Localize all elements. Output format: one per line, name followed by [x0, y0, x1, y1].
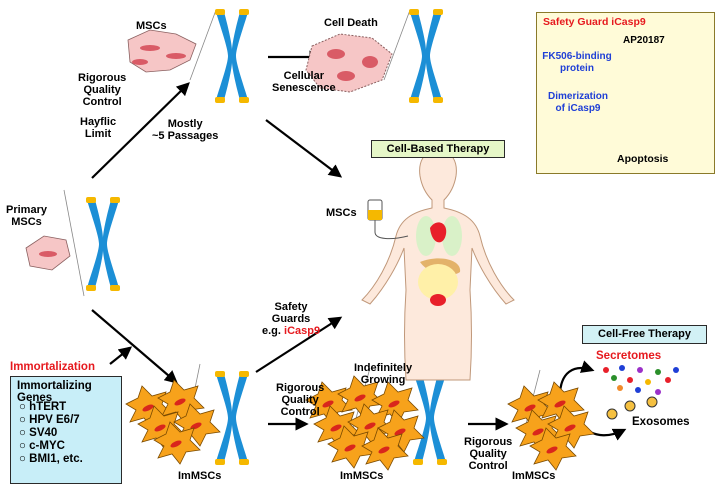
cell-free-therapy-label: Cell-Free Therapy — [598, 328, 691, 340]
gene-name: c-MYC — [29, 440, 65, 452]
genes-title: Immortalizing Genes — [17, 380, 92, 404]
immscs-label-1: ImMSCs — [178, 470, 222, 482]
gene-item: ○ c-MYC — [19, 440, 83, 453]
fk506-label: FK506-binding protein — [542, 51, 612, 74]
immscs-cluster-1 — [125, 379, 221, 465]
dead-cells — [305, 33, 393, 93]
gene-bullet: ○ — [19, 414, 26, 426]
indefinitely-growing-label: Indefinitely Growing — [354, 362, 413, 386]
chromosome-cell-death — [409, 9, 443, 103]
cell-based-therapy-label: Cell-Based Therapy — [386, 143, 490, 155]
human-body — [361, 149, 515, 381]
rigorous-qc-bottom-label: Rigorous Quality Control — [464, 436, 513, 472]
primary-msc-cell — [25, 235, 71, 271]
gene-name: HPV E6/7 — [29, 414, 80, 426]
gene-item: ○ SV40 — [19, 427, 83, 440]
passages-label: Mostly ~5 Passages — [152, 118, 219, 142]
secretomes-label: Secretomes — [596, 350, 662, 362]
gene-name: hTERT — [29, 401, 67, 413]
rigorous-qc-top-label: Rigorous Quality Control — [78, 72, 127, 108]
gene-name: BMI1, etc. — [29, 453, 83, 465]
mscs-body-label: MSCs — [326, 207, 357, 219]
immscs-cluster-3 — [507, 381, 595, 471]
gene-name: SV40 — [29, 427, 58, 439]
flow-arrows — [91, 50, 627, 441]
rigorous-qc-mid-label: Rigorous Quality Control — [276, 382, 325, 418]
gene-bullet: ○ — [19, 401, 26, 413]
chromosome-mscs — [215, 9, 249, 103]
primary-mscs-label: Primary MSCs — [6, 204, 47, 228]
hayflic-limit-label: Hayflic Limit — [80, 116, 117, 140]
safety-guard-box: Safety Guard iCasp9 AP20187 FK506-bindin… — [536, 12, 715, 174]
genes-list: ○ hTERT○ HPV E6/7○ SV40○ c-MYC○ BMI1, et… — [19, 401, 83, 466]
dimerization-label: Dimerization of iCasp9 — [547, 91, 608, 114]
exosomes-label: Exosomes — [632, 416, 690, 428]
chromosome-immscs-growing — [413, 371, 447, 465]
cell-death-label: Cell Death — [324, 17, 378, 29]
cell-based-therapy-box: Cell-Based Therapy — [371, 140, 505, 158]
chromosome-immscs — [215, 371, 249, 465]
safety-guard-title: Safety Guard iCasp9 — [543, 16, 646, 28]
gene-item: ○ BMI1, etc. — [19, 453, 83, 466]
arrow-immortalization-up — [109, 346, 133, 365]
arrow-immscs-to-body — [255, 316, 343, 373]
mscs-top-label: MSCs — [136, 20, 167, 32]
immscs-label-2: ImMSCs — [340, 470, 384, 482]
secretome-dots — [603, 365, 679, 395]
arrow-mscs-to-body — [265, 119, 343, 178]
gene-bullet: ○ — [19, 440, 26, 452]
gene-item: ○ HPV E6/7 — [19, 414, 83, 427]
arrow-primary-to-immscs — [91, 309, 179, 384]
cellular-senescence-label: Cellular Senescence — [272, 70, 336, 94]
gene-bullet: ○ — [19, 427, 26, 439]
chromosome-primary — [86, 197, 120, 291]
cell-free-therapy-box: Cell-Free Therapy — [582, 325, 707, 344]
ap20187-label: AP20187 — [623, 35, 665, 46]
safety-guards-label: Safety Guards e.g. iCasp9 — [262, 301, 321, 337]
gene-item: ○ hTERT — [19, 401, 83, 414]
exosome-vesicles — [606, 396, 658, 420]
immscs-label-3: ImMSCs — [512, 470, 556, 482]
immortalization-label: Immortalization — [10, 361, 95, 373]
arrow-primary-to-mscs — [91, 82, 190, 179]
gene-bullet: ○ — [19, 453, 26, 465]
mscs-cells-top — [127, 29, 197, 73]
immortalizing-genes-box: Immortalizing Genes ○ hTERT○ HPV E6/7○ S… — [10, 376, 122, 484]
iv-bag-icon — [367, 199, 409, 240]
apoptosis-label: Apoptosis — [617, 153, 669, 165]
